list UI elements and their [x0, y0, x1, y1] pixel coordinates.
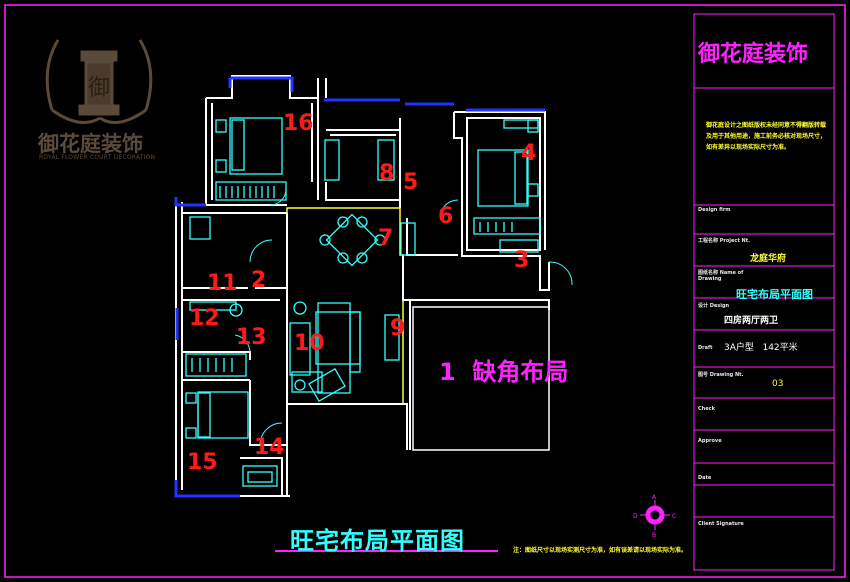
field-label-approve: Approve: [698, 438, 722, 444]
company-name: 御花庭装饰: [698, 42, 809, 67]
title-block-frame: [693, 13, 835, 571]
svg-text:御: 御: [88, 76, 110, 101]
zone-number-5: 5: [403, 170, 419, 195]
field-label-check: Check: [698, 406, 715, 412]
logo-name: 御花庭装饰: [38, 131, 143, 156]
zone-number-8: 8: [379, 161, 395, 186]
zone-number-7: 7: [378, 226, 394, 251]
zone-number-3: 3: [514, 248, 530, 273]
zone-number-6: 6: [438, 204, 454, 229]
furniture: [185, 117, 541, 487]
logo-emblem: 御: [45, 39, 153, 124]
field-label-project: 工程名称 Project Nt.: [698, 238, 750, 244]
zone-number-9: 9: [390, 316, 406, 341]
field-value-drawing-name: 旺宅布局平面图: [736, 288, 813, 301]
logo-subtitle: ROYAL FLOWER COURT DECORATION: [39, 154, 156, 161]
zone-number-4: 4: [521, 141, 537, 166]
field-label-draft: Draft: [698, 345, 713, 351]
field-label-design: 设计 Design: [698, 303, 730, 309]
svg-text:C: C: [672, 513, 676, 520]
zone-number-12: 12: [189, 306, 220, 331]
zone-number-13: 13: [236, 325, 267, 350]
field-value-drawing-no: 03: [772, 379, 784, 389]
field-label-drawing-no: 图号 Drawing Nt.: [698, 372, 744, 378]
svg-text:A: A: [652, 494, 657, 501]
plan-title: 旺宅布局平面图: [290, 527, 465, 555]
walls: [175, 75, 550, 497]
field-value-project: 龙庭华府: [750, 254, 787, 264]
drawing-border: [4, 4, 846, 578]
zone-number-10: 10: [294, 331, 325, 356]
field-label-date: Date: [698, 475, 712, 481]
company-note: 御花庭设计之图纸版权未经同意不得翻版转载及用于其他用途，施工前务必核对现场尺寸，…: [706, 122, 827, 151]
zone-number-2: 2: [251, 268, 267, 293]
windows: [174, 76, 545, 498]
zone-number-16: 16: [283, 111, 314, 136]
plan-footnote: 注：图纸尺寸以现场实测尺寸为准，如有误差请以现场实际为准。: [513, 547, 688, 554]
zone-number-15: 15: [187, 450, 218, 475]
field-label-design-firm: Design firm: [698, 207, 731, 213]
field-value-draft: 3A户型 142平米: [724, 343, 798, 353]
svg-text:D: D: [633, 513, 638, 520]
zone-number-11: 11: [207, 271, 238, 296]
door-swings: [234, 188, 573, 446]
field-label-client-signature: Client Signature: [698, 521, 744, 527]
svg-text:B: B: [652, 532, 656, 539]
compass-icon: A B D C: [633, 494, 676, 539]
zone-number-14: 14: [254, 435, 285, 460]
field-value-design: 四房两厅两卫: [724, 316, 779, 326]
missing-corner-label: 1 缺角布局: [439, 358, 569, 386]
field-label-drawing-name: 图纸名称 Name of Drawing: [698, 270, 744, 282]
